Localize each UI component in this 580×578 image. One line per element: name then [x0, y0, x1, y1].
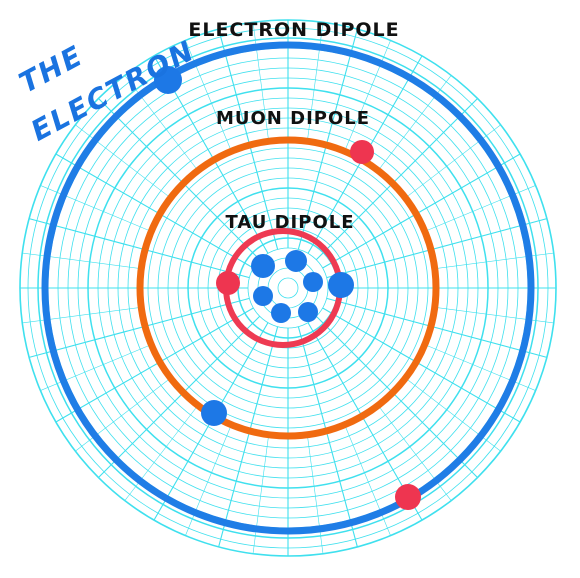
- nucleus: [251, 250, 323, 323]
- grid-minor-spoke: [124, 75, 197, 170]
- grid-minor-spoke: [426, 345, 536, 391]
- grid-spoke: [297, 326, 358, 548]
- grid-spoke: [315, 98, 478, 261]
- muon-dipole-label: MUON DIPOLE: [216, 108, 370, 129]
- grid-spoke: [297, 28, 358, 250]
- grid-minor-spoke: [307, 436, 324, 554]
- grid-minor-spoke: [185, 40, 231, 150]
- grid-minor-spoke: [75, 124, 170, 197]
- tau-negative-charge: [216, 271, 240, 295]
- grid-minor-spoke: [345, 426, 391, 536]
- grid-ring: [267, 267, 309, 309]
- nucleus-particle: [285, 250, 307, 272]
- grid-minor-spoke: [379, 75, 452, 170]
- grid-spoke: [98, 315, 261, 478]
- grid-minor-spoke: [252, 22, 269, 140]
- grid-minor-spoke: [426, 185, 536, 231]
- electron-positive-charge: [154, 66, 182, 94]
- grid-minor-spoke: [124, 406, 197, 501]
- grid-minor-spoke: [406, 124, 501, 197]
- tau-positive-charge: [328, 272, 354, 298]
- electron-negative-charge: [395, 484, 421, 510]
- grid-spoke: [98, 98, 261, 261]
- grid-ring: [277, 277, 299, 299]
- grid-spoke: [326, 218, 548, 279]
- grid-minor-spoke: [22, 252, 140, 269]
- grid-minor-spoke: [75, 379, 170, 452]
- grid-minor-spoke: [40, 345, 150, 391]
- electron-dipole-orbit: [41, 41, 535, 535]
- tau-dipole-label: TAU DIPOLE: [225, 212, 354, 233]
- grid-spoke: [326, 297, 548, 358]
- grid-spoke: [322, 153, 521, 269]
- grid-spoke: [218, 28, 279, 250]
- muon-dipole-orbit: [136, 136, 440, 440]
- grid-minor-spoke: [436, 307, 554, 324]
- grid-spoke: [55, 153, 254, 269]
- polar-grid: [19, 19, 557, 557]
- muon-negative-charge: [350, 140, 374, 164]
- grid-minor-spoke: [307, 22, 324, 140]
- grid-minor-spoke: [40, 185, 150, 231]
- grid-spoke: [315, 315, 478, 478]
- muon-positive-charge: [201, 400, 227, 426]
- electron-dipole-label: ELECTRON DIPOLE: [188, 19, 399, 41]
- nucleus-particle: [251, 254, 275, 278]
- grid-minor-spoke: [22, 307, 140, 324]
- grid-spoke: [28, 218, 250, 279]
- grid-spoke: [218, 326, 279, 548]
- grid-minor-spoke: [185, 426, 231, 536]
- grid-minor-spoke: [379, 406, 452, 501]
- grid-spoke: [322, 307, 521, 423]
- nucleus-particle: [298, 302, 318, 322]
- nucleus-particle: [271, 303, 291, 323]
- grid-minor-spoke: [406, 379, 501, 452]
- grid-minor-spoke: [436, 252, 554, 269]
- grid-minor-spoke: [345, 40, 391, 150]
- nucleus-particle: [253, 286, 273, 306]
- grid-spoke: [55, 307, 254, 423]
- grid-minor-spoke: [252, 436, 269, 554]
- nucleus-particle: [303, 272, 323, 292]
- grid-spoke: [28, 297, 250, 358]
